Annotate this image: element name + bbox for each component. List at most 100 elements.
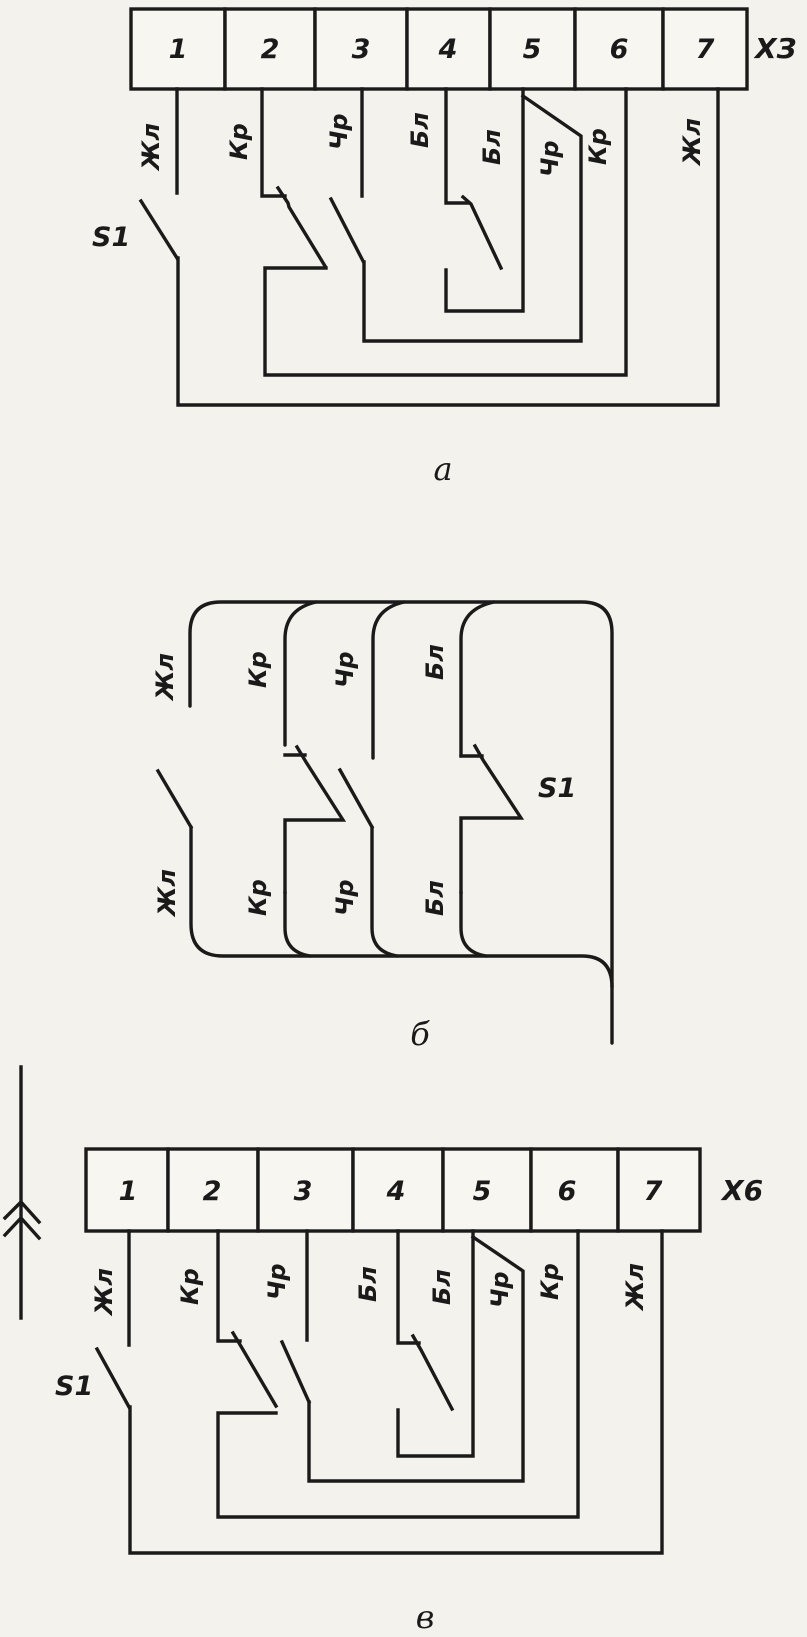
wire-a-5-diag: [362, 93, 583, 343]
wire-a-7: [176, 87, 720, 407]
top-arch-b-3: [371, 600, 406, 760]
switch-contact-c-1: [94, 1346, 132, 1410]
wire-a-2-upper: [260, 87, 287, 198]
switch-label-a: S1: [92, 222, 130, 253]
top-arch-b-4: [459, 600, 496, 758]
top-arch-b-2: [283, 600, 318, 747]
terminal-number-c-6: 6: [558, 1176, 577, 1207]
wire-label-b-bottom-4: Бл: [421, 880, 449, 916]
terminal-box-c-6: [529, 1147, 620, 1233]
bottom-arch-b-2: [283, 890, 312, 958]
connector-label-c: Х6: [720, 1174, 763, 1207]
wire-a-6: [263, 87, 628, 377]
terminal-box-c-4: [351, 1147, 445, 1233]
wire-labels-c: Жл Кр Чр Бл Бл Чр Кр Жл: [90, 1263, 649, 1317]
terminal-number-a-6: 6: [610, 34, 629, 65]
wire-a-4-upper: [444, 87, 470, 205]
terminal-number-a-3: 3: [352, 34, 371, 65]
wire-c-5-diag: [307, 1234, 525, 1483]
terminal-box-c-7: [616, 1147, 702, 1233]
terminal-box-c-1: [84, 1147, 170, 1233]
terminal-number-a-7: 7: [696, 34, 715, 65]
wire-label-b-top-2: Кр: [244, 651, 272, 688]
switch-contact-b-1: [155, 768, 194, 830]
wire-labels-b: Жл Кр Чр Бл Жл Кр Чр Бл: [151, 644, 449, 918]
switch-contact-a-3: [328, 196, 366, 264]
wire-label-c-4: Бл: [354, 1266, 382, 1302]
terminal-number-a-4: 4: [438, 34, 458, 65]
bottom-arch-b-4: [459, 890, 488, 958]
switch-contact-c-2: [230, 1330, 279, 1409]
terminal-number-c-1: 1: [119, 1176, 138, 1207]
terminal-box-a-6: [573, 7, 665, 91]
terminal-number-a-1: 1: [169, 34, 188, 65]
terminal-box-a-2: [223, 7, 317, 91]
terminal-box-a-5: [488, 7, 577, 91]
caption-c: в: [416, 1598, 435, 1636]
wire-label-c-8: Жл: [621, 1263, 649, 1312]
diagram-a: 1 2 3 4 5 6 7 ХЗ: [92, 7, 796, 488]
switch-contact-c-4: [410, 1333, 455, 1412]
wire-label-c-1: Жл: [90, 1268, 118, 1317]
wire-c-5-loop: [396, 1229, 475, 1458]
caption-a: а: [433, 450, 452, 488]
switch-contact-b-4-blade: [459, 743, 525, 894]
wire-label-a-8: Жл: [678, 118, 706, 167]
wire-label-b-top-4: Бл: [421, 644, 449, 680]
switch-contact-c-3: [279, 1339, 312, 1405]
terminal-box-c-2: [166, 1147, 260, 1233]
switch-contact-b-3: [337, 767, 375, 830]
connector-block-c: 1 2 3 4 5 6 7: [84, 1147, 702, 1233]
wire-c-2-upper: [216, 1229, 242, 1343]
caption-b: б: [410, 1015, 430, 1053]
wire-a-5-loop: [444, 87, 525, 313]
wire-label-a-2: Кр: [225, 123, 253, 160]
terminal-box-a-7: [661, 7, 749, 91]
wire-c-4-upper: [396, 1229, 421, 1345]
wires-c: [94, 1229, 664, 1555]
wire-label-a-3: Чр: [325, 113, 353, 150]
switch-label-b: S1: [538, 773, 576, 804]
wires-b: [155, 600, 614, 1045]
diagram-b: S1 Жл Кр Чр Бл Жл Кр Чр Бл б: [151, 600, 614, 1053]
terminal-number-c-7: 7: [644, 1176, 663, 1207]
terminal-number-c-4: 4: [386, 1176, 406, 1207]
wire-c-7: [128, 1229, 664, 1555]
terminal-number-a-2: 2: [261, 34, 280, 65]
switch-label-c: S1: [55, 1371, 93, 1402]
wire-label-a-4: Бл: [406, 112, 434, 148]
switch-contact-b-2-blade: [283, 744, 347, 894]
wire-label-a-6: Чр: [536, 140, 564, 177]
terminal-box-c-5: [441, 1147, 533, 1233]
wire-label-b-top-1: Жл: [151, 653, 179, 702]
wire-label-a-1: Жл: [137, 123, 165, 172]
switch-contact-a-4: [460, 194, 504, 271]
wires-a: [138, 87, 720, 407]
wire-label-c-3: Чр: [263, 1263, 291, 1300]
wire-label-c-2: Кр: [176, 1268, 204, 1305]
connector-label-a: ХЗ: [753, 32, 796, 65]
wire-label-b-bottom-2: Кр: [244, 879, 272, 916]
wire-label-b-bottom-1: Жл: [153, 869, 181, 918]
connector-block-a: 1 2 3 4 5 6 7: [129, 7, 749, 91]
direction-arrow-icon: [2, 1065, 42, 1320]
terminal-number-a-5: 5: [523, 34, 542, 65]
wire-label-a-5: Бл: [478, 129, 506, 165]
terminal-number-c-5: 5: [473, 1176, 492, 1207]
wire-label-c-6: Чр: [486, 1271, 514, 1308]
wire-label-a-7: Кр: [584, 128, 612, 165]
wire-label-c-7: Кр: [536, 1263, 564, 1300]
wire-label-b-top-3: Чр: [331, 651, 359, 688]
bottom-arch-b-3: [370, 825, 399, 958]
diagram-c: 1 2 3 4 5 6 7 Х6: [2, 1065, 763, 1636]
terminal-box-c-3: [256, 1147, 355, 1233]
terminal-number-c-2: 2: [203, 1176, 222, 1207]
wire-label-b-bottom-3: Чр: [331, 879, 359, 916]
wire-labels-a: Жл Кр Чр Бл Бл Чр Кр Жл: [137, 112, 706, 177]
switch-contact-a-2: [275, 185, 328, 269]
switch-contact-a-1: [138, 198, 180, 261]
wire-c-6: [216, 1229, 580, 1519]
wire-label-c-5: Бл: [428, 1269, 456, 1305]
